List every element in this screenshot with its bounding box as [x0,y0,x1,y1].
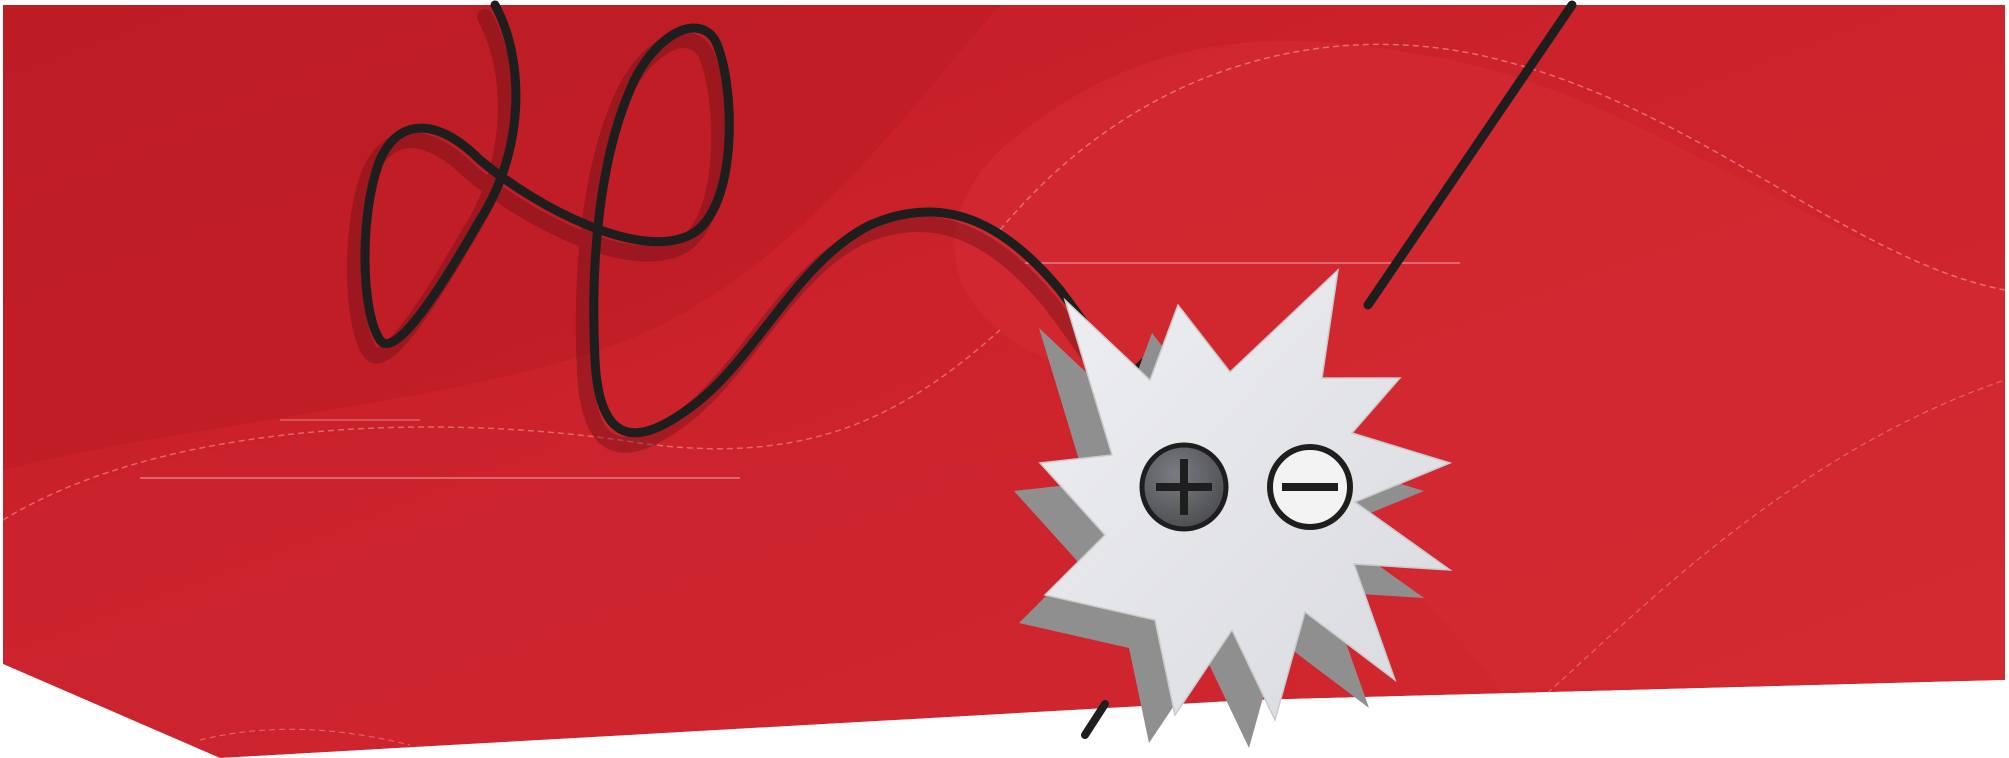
red-background [3,5,2005,758]
zoom-out-button[interactable] [1270,447,1350,527]
minus-circle-icon [1282,483,1338,491]
zoom-in-button[interactable] [1142,445,1226,529]
